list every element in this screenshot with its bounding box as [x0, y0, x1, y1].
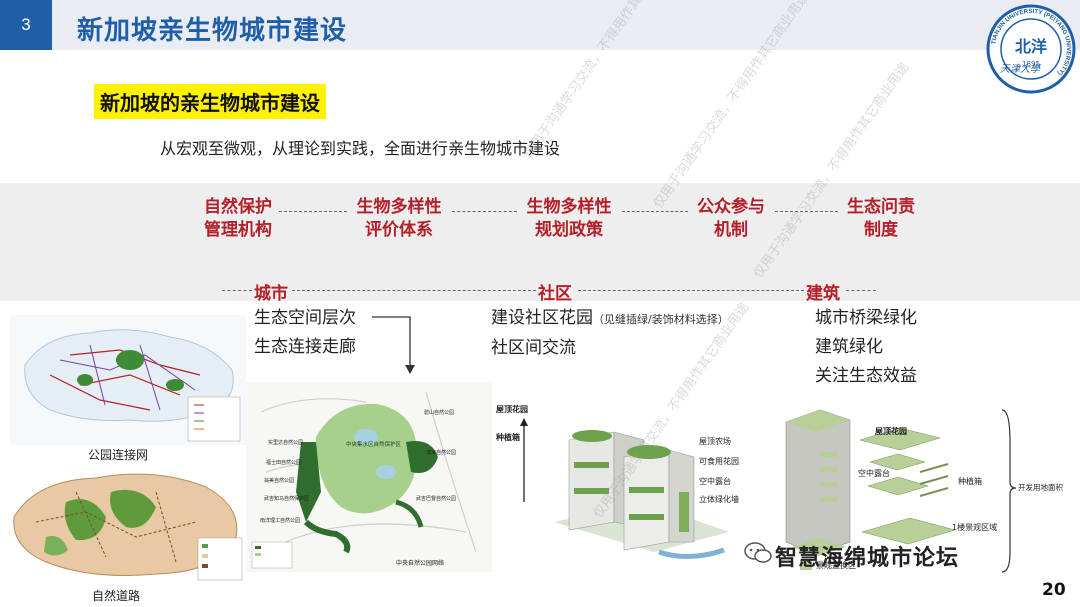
community-item-note: （见缝插绿/装饰材料选择）: [593, 313, 729, 326]
svg-text:可食用花园: 可食用花园: [699, 456, 739, 466]
scale-dash: [846, 290, 876, 291]
community-item: 社区间交流: [491, 338, 576, 358]
mechanism-band: [0, 183, 1080, 301]
city-item: 生态连接走廊: [254, 337, 356, 357]
building-item: 建筑绿化: [815, 337, 883, 357]
svg-text:武吉巴督自然公园: 武吉巴督自然公园: [416, 495, 456, 502]
nature-ways-map: [6, 462, 248, 584]
brace-label: 开发用地面积: [1018, 482, 1063, 492]
svg-text:种植箱: 种植箱: [958, 476, 982, 486]
svg-text:北洋: 北洋: [1015, 37, 1047, 56]
svg-text:碧山自然公园: 碧山自然公园: [424, 409, 454, 416]
city-item-list: 生态空间层次 生态连接走廊: [254, 304, 356, 362]
svg-text:1楼景观区域: 1楼景观区域: [952, 522, 997, 532]
mechanism-item: 生物多样性规划政策: [526, 197, 612, 240]
svg-text:屋顶农场: 屋顶农场: [699, 436, 731, 446]
arrow-icon: [372, 316, 415, 374]
connector-dash: [775, 211, 838, 212]
scale-community-label: 社区: [538, 284, 572, 304]
connector-dash: [452, 211, 517, 212]
logo-script: 天津大學: [1000, 64, 1040, 75]
page-number: 20: [1042, 580, 1066, 600]
city-item: 生态空间层次: [254, 308, 356, 328]
svg-text:屋顶花园: 屋顶花园: [496, 404, 528, 414]
svg-text:南洋理工自然公园: 南洋理工自然公园: [260, 517, 300, 524]
building-item: 关注生态效益: [815, 366, 917, 386]
community-item: 建设社区花园: [491, 308, 593, 328]
mechanism-item: 公众参与机制: [697, 197, 765, 240]
scale-dash: [222, 290, 252, 291]
building-greening-diagram: 屋顶花园 空中露台 种植箱 1楼景观区域 景观置换区 开发用地面积: [780, 392, 1076, 582]
park-map-caption: 公园连接网: [88, 448, 149, 462]
connector-dash: [279, 211, 347, 212]
intro-text: 从宏观至微观，从理论到实践，全面进行亲生物城市建设: [160, 139, 561, 158]
svg-text:立体绿化墙: 立体绿化墙: [699, 494, 739, 504]
svg-text:武吉知马自然保护区: 武吉知马自然保护区: [264, 495, 309, 502]
wechat-icon: [744, 542, 772, 563]
slide-number: 3: [0, 0, 52, 50]
mechanism-item: 生物多样性评价体系: [356, 197, 442, 240]
svg-text:滨海自然公园: 滨海自然公园: [426, 449, 456, 456]
svg-text:景观置换区: 景观置换区: [816, 560, 856, 570]
scale-dash: [292, 290, 536, 291]
svg-text:屋顶花园: 屋顶花园: [875, 426, 907, 436]
scale-building-label: 建筑: [806, 284, 840, 304]
section-subheading: 新加坡的亲生物城市建设: [94, 84, 326, 119]
svg-text:福士田自然公园: 福士田自然公园: [266, 459, 301, 466]
svg-text:实里达自然公园: 实里达自然公园: [268, 439, 303, 446]
svg-text:空中露台: 空中露台: [699, 476, 731, 486]
svg-text:翁美自然公园: 翁美自然公园: [264, 477, 294, 484]
park-connector-map: [10, 315, 246, 445]
svg-text:中央集水区自然保护区: 中央集水区自然保护区: [346, 440, 402, 448]
svg-text:空中露台: 空中露台: [858, 468, 890, 478]
connector-dash: [622, 211, 688, 212]
scale-dash: [578, 290, 804, 291]
central-nature-park-map: 中央集水区自然保护区 实里达自然公园 福士田自然公园 翁美自然公园 武吉知马自然…: [246, 382, 492, 572]
slide-title: 新加坡亲生物城市建设: [77, 16, 348, 46]
footer-brand: 智慧海绵城市论坛: [775, 546, 960, 571]
community-item-list: 建设社区花园（见缝插绿/装饰材料选择） 社区间交流: [491, 304, 729, 363]
svg-text:中央自然公园网络: 中央自然公园网络: [396, 559, 444, 567]
scale-city-label: 城市: [254, 284, 288, 304]
building-item: 城市桥梁绿化: [815, 308, 917, 328]
svg-text:种植箱: 种植箱: [495, 432, 520, 442]
nature-map-caption: 自然道路: [92, 589, 141, 603]
university-logo: TIANJIN UNIVERSITY (PEIYANG UNIVERSITY) …: [986, 4, 1076, 94]
mechanism-item: 生态问责制度: [847, 197, 915, 240]
mechanism-item: 自然保护管理机构: [204, 197, 272, 240]
header-band: [0, 0, 1080, 50]
svg-text:1895: 1895: [1022, 60, 1040, 68]
building-item-list: 城市桥梁绿化 建筑绿化 关注生态效益: [815, 304, 917, 391]
community-building-illustration: 屋顶花园 种植箱 屋顶农场 可食用花园 空中露台 立体绿化墙: [494, 392, 754, 582]
